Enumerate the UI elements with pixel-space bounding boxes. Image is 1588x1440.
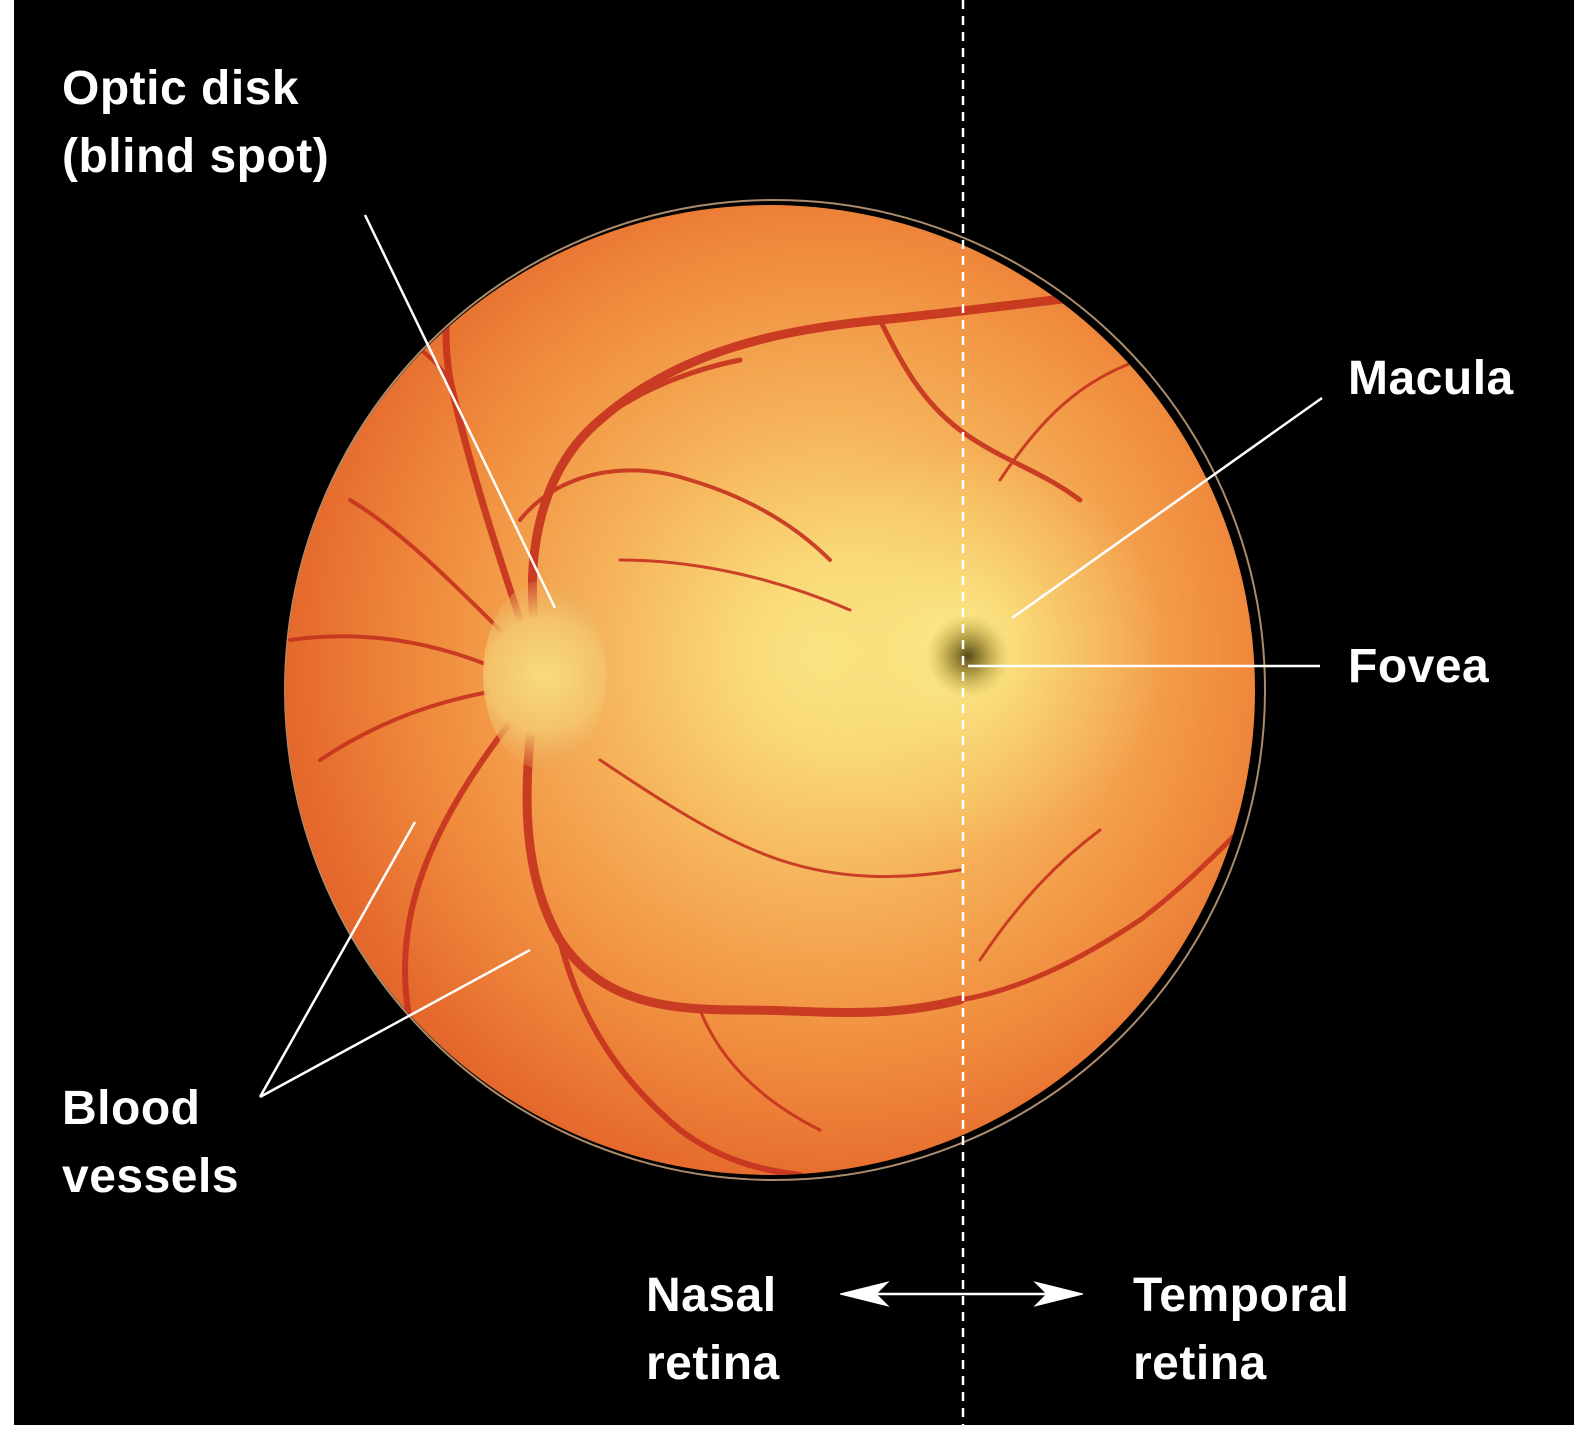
blood-vessels-label-line1: Blood — [62, 1075, 239, 1143]
temporal-retina-label: Temporal retina — [1133, 1262, 1349, 1398]
fovea-label-text: Fovea — [1348, 633, 1489, 701]
fovea-label: Fovea — [1348, 633, 1489, 701]
nasal-retina-label-line1: Nasal — [646, 1262, 780, 1330]
optic-disk-label: Optic disk (blind spot) — [62, 55, 329, 191]
nasal-retina-label-line2: retina — [646, 1330, 780, 1398]
optic-disk-label-line1: Optic disk — [62, 55, 329, 123]
fovea — [926, 614, 1010, 698]
blood-vessels-label: Blood vessels — [62, 1075, 239, 1211]
macula-label: Macula — [1348, 345, 1514, 413]
temporal-retina-label-line1: Temporal — [1133, 1262, 1349, 1330]
nasal-retina-label: Nasal retina — [646, 1262, 780, 1398]
temporal-retina-label-line2: retina — [1133, 1330, 1349, 1398]
optic-disk-label-line2: (blind spot) — [62, 123, 329, 191]
blood-vessels-label-line2: vessels — [62, 1143, 239, 1211]
macula-label-text: Macula — [1348, 345, 1514, 413]
optic-disk — [483, 580, 607, 770]
